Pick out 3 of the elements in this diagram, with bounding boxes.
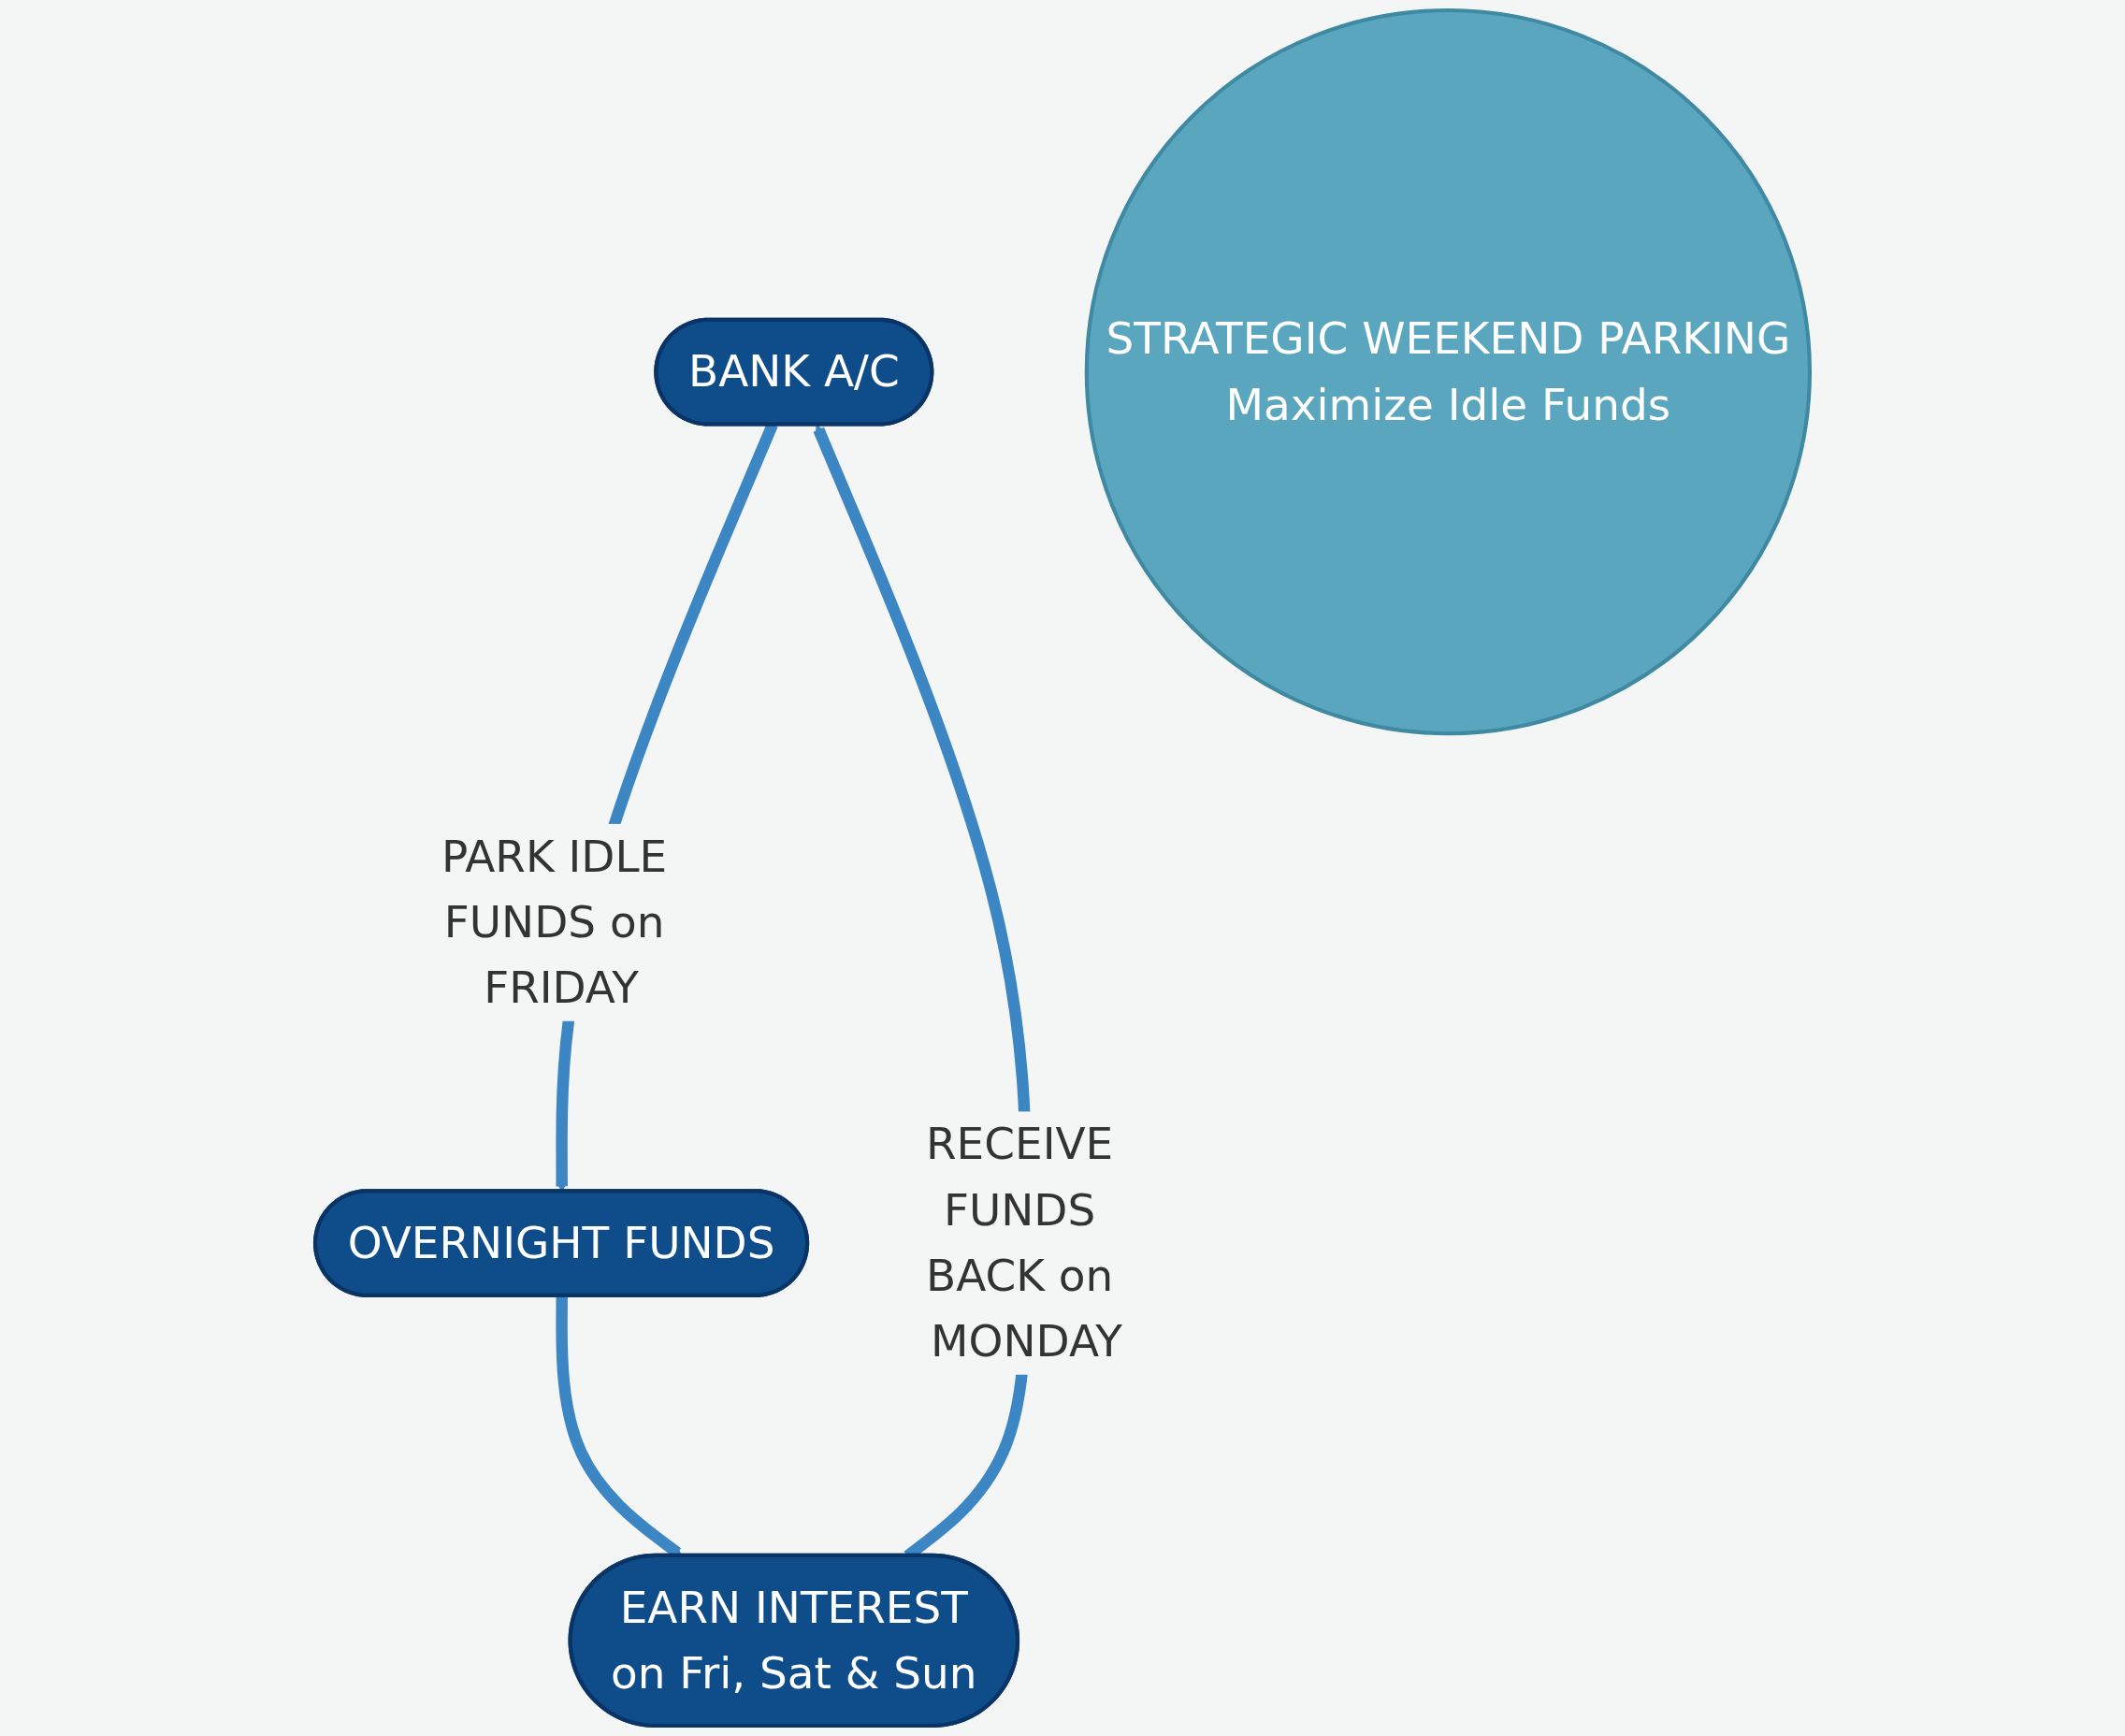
edge-label: RECEIVE FUNDS BACK on MONDAY [925, 1118, 1122, 1367]
node-circle: STRATEGIC WEEKEND PARKING Maximize Idle Funds [1084, 7, 1812, 736]
edge-label: PARK IDLE FUNDS on FRIDAY [441, 830, 668, 1014]
